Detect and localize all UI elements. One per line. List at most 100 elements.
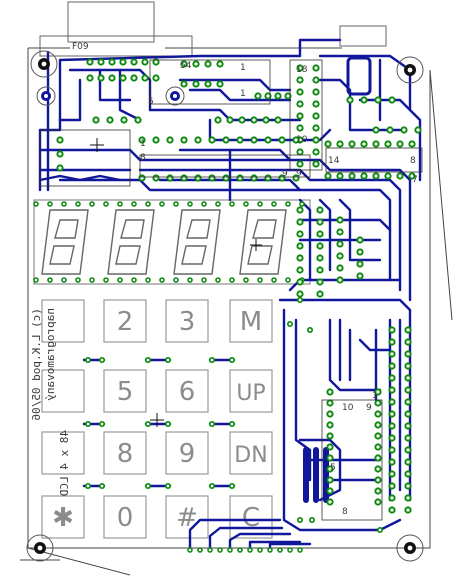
pad <box>106 116 114 124</box>
crystal-trace <box>346 56 372 96</box>
pad <box>356 236 364 244</box>
pad <box>131 201 137 207</box>
trace <box>58 38 342 62</box>
pad <box>86 74 94 82</box>
pad <box>209 421 215 427</box>
pad <box>166 174 174 182</box>
pin-labels: 1 8 14 7 1 1 18 10 9 54 5 8 9 1 8 10 9 5 <box>140 61 418 517</box>
pin-label: 8 <box>140 153 146 163</box>
key-9: 9 <box>165 431 209 475</box>
pin-label: 1 <box>140 139 146 149</box>
key-blank-2 <box>41 369 85 413</box>
pad <box>86 58 94 66</box>
pad <box>316 278 324 286</box>
pad <box>388 458 396 466</box>
pad <box>130 74 138 82</box>
pad <box>296 230 304 238</box>
pad <box>208 174 216 182</box>
credit-line-1: (c) L.K.pod 05/06 <box>30 308 43 421</box>
pad <box>336 264 344 272</box>
pad <box>374 454 382 462</box>
pad <box>336 228 344 236</box>
pad <box>374 487 382 495</box>
key-label: UP <box>236 381 265 406</box>
pad <box>159 201 165 207</box>
pad <box>180 174 188 182</box>
pad <box>312 124 320 132</box>
pad <box>388 374 396 382</box>
display-digit <box>173 209 221 275</box>
pad <box>165 357 171 363</box>
pad <box>374 410 382 418</box>
pad <box>274 116 282 124</box>
pad <box>61 277 67 283</box>
pad <box>97 74 105 82</box>
key-c: C <box>229 495 273 539</box>
pad <box>404 326 412 334</box>
pad <box>356 248 364 256</box>
pin-label: 8 <box>342 507 348 517</box>
pad <box>296 160 304 168</box>
pad <box>159 277 165 283</box>
connector-label: F09 <box>72 42 89 52</box>
key-label: M <box>240 307 262 337</box>
trace <box>38 148 142 162</box>
pad <box>173 201 179 207</box>
pad <box>326 388 334 396</box>
pad <box>309 517 315 523</box>
key-label: 3 <box>179 307 196 337</box>
pad <box>285 201 291 207</box>
pad <box>374 443 382 451</box>
pad <box>138 136 146 144</box>
pad <box>271 201 277 207</box>
key-label: ✱ <box>52 503 74 533</box>
trace <box>58 78 82 122</box>
trace <box>178 78 292 92</box>
key-label: DN <box>234 443 267 468</box>
dsub-connector-outline <box>39 1 387 57</box>
pad <box>356 272 364 280</box>
pad <box>312 100 320 108</box>
pad <box>372 172 380 180</box>
pad <box>348 172 356 180</box>
key-label: C <box>242 503 260 533</box>
pad <box>360 96 368 104</box>
pad <box>187 201 193 207</box>
pad <box>296 112 304 120</box>
pad <box>326 410 334 418</box>
pad <box>388 482 396 490</box>
trace <box>58 178 302 192</box>
trace <box>318 198 332 272</box>
seven-segment-display <box>33 199 311 285</box>
pad <box>326 443 334 451</box>
pad <box>292 136 300 144</box>
pad <box>296 64 304 72</box>
pad <box>336 140 344 148</box>
power-trace <box>303 447 329 503</box>
key-blank <box>41 299 85 343</box>
mounting-hole <box>165 86 185 106</box>
pad <box>360 172 368 180</box>
pad <box>152 136 160 144</box>
trace <box>298 218 392 232</box>
pad <box>287 321 293 327</box>
pad <box>192 60 200 68</box>
pad <box>99 421 105 427</box>
pad <box>237 547 243 553</box>
pad <box>267 547 273 553</box>
pin-label: 9 <box>282 169 288 179</box>
pad <box>316 266 324 274</box>
pad <box>316 290 324 298</box>
pad <box>257 201 263 207</box>
pad <box>108 74 116 82</box>
trace <box>208 118 332 142</box>
pad <box>207 547 213 553</box>
pad <box>296 148 304 156</box>
pad <box>386 126 394 134</box>
pad <box>296 206 304 214</box>
display-digit <box>41 209 89 275</box>
pad <box>217 547 223 553</box>
key-label: 2 <box>117 307 134 337</box>
pad <box>130 58 138 66</box>
trace <box>288 278 402 292</box>
